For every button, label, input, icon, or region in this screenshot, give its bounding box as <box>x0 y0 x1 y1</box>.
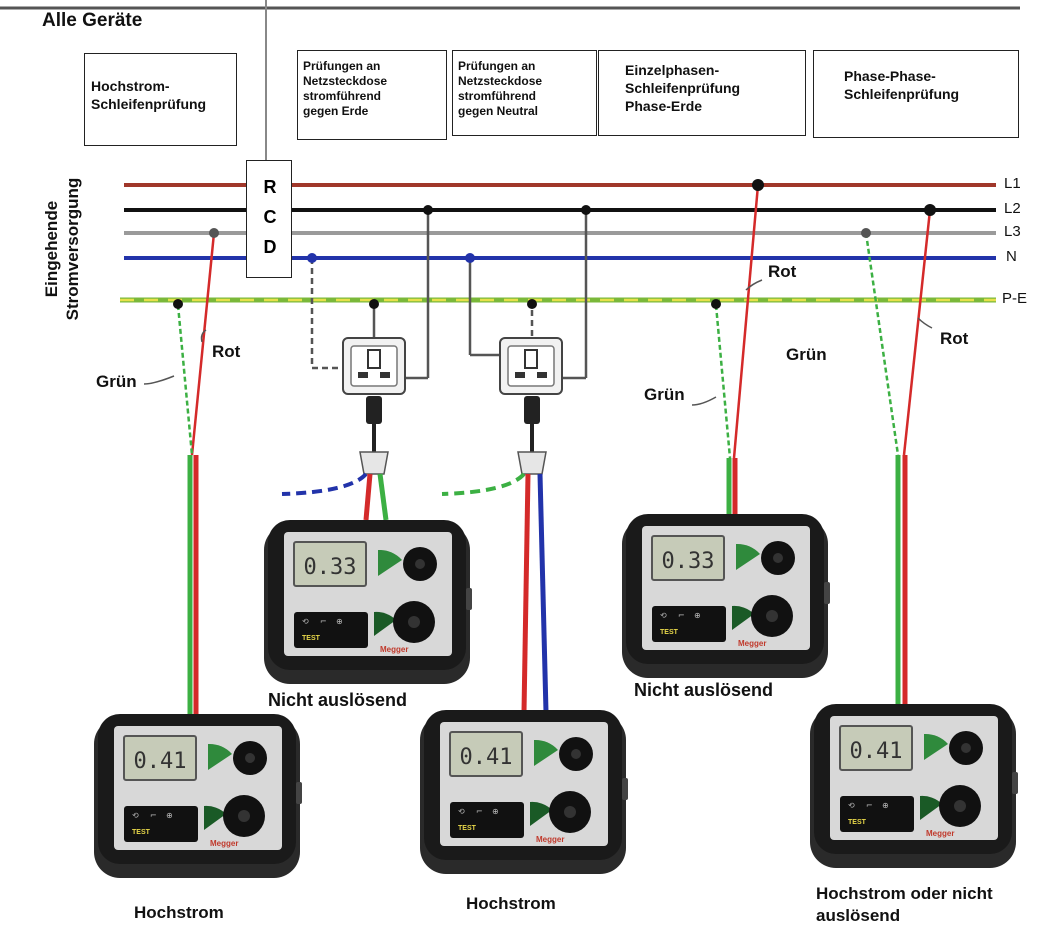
junction-dot <box>924 204 936 216</box>
meter-caption: Hochstrom oder nicht auslösend <box>816 884 993 925</box>
rcd-letter: C <box>263 207 277 227</box>
lcd-display <box>651 535 725 581</box>
svg-text:⟲: ⟲ <box>848 801 855 810</box>
svg-text:⟲: ⟲ <box>458 807 465 816</box>
svg-text:⟲: ⟲ <box>132 811 139 820</box>
junction-dot <box>369 299 379 309</box>
brand-logo: Megger <box>926 829 954 838</box>
conductor-label-n: N <box>1006 248 1017 265</box>
brand-logo: Megger <box>210 839 238 848</box>
lcd-display <box>123 735 197 781</box>
lcd-reading: 0.41 <box>134 749 187 774</box>
svg-text:⌐: ⌐ <box>866 801 873 810</box>
svg-text:⊕: ⊕ <box>336 617 343 626</box>
lcd-display <box>449 731 523 777</box>
lead-label-red: Rot <box>212 342 241 361</box>
test-box-label: Hochstrom- Schleifenprüfung <box>91 78 207 112</box>
svg-text:⊕: ⊕ <box>882 801 889 810</box>
rcd-letter: R <box>263 177 277 197</box>
junction-dot <box>209 228 219 238</box>
test-box-label: Prüfungen an Netzsteckdose stromführend … <box>303 59 388 118</box>
meter-caption: Hochstrom <box>466 894 556 913</box>
incoming-supply-label: Eingehende Stromversorgung <box>42 177 82 321</box>
brand-logo: Megger <box>738 639 766 648</box>
lead-label-red: Rot <box>940 329 969 348</box>
junction-dot <box>711 299 721 309</box>
svg-text:⌐: ⌐ <box>320 617 327 626</box>
lead-label-green: Grün <box>786 345 827 364</box>
lcd-reading: 0.41 <box>460 745 513 770</box>
svg-text:⌐: ⌐ <box>678 611 685 620</box>
lcd-display <box>839 725 913 771</box>
meter-caption: Hochstrom <box>134 903 224 922</box>
test-button-label: TEST <box>302 635 321 642</box>
junction-dot <box>861 228 871 238</box>
test-box-single-phase-loop: Einzelphasen- Schleifenprüfung Phase-Erd… <box>598 50 806 136</box>
lcd-reading: 0.41 <box>850 739 903 764</box>
test-button-label: TEST <box>132 829 151 836</box>
meter-caption: Nicht auslösend <box>268 690 408 710</box>
brand-logo: Megger <box>536 835 564 844</box>
conductor-label-l3: L3 <box>1004 223 1021 240</box>
conductor-label-l2: L2 <box>1004 200 1021 217</box>
svg-text:⟲: ⟲ <box>660 611 667 620</box>
plug-1 <box>359 396 389 475</box>
conductor-label-l1: L1 <box>1004 175 1021 192</box>
junction-dot <box>307 253 317 263</box>
lead-label-red: Rot <box>768 262 797 281</box>
test-box-socket-live-earth: Prüfungen an Netzsteckdose stromführend … <box>297 50 447 140</box>
socket-outlet-2 <box>499 337 563 395</box>
brand-logo: Megger <box>380 645 408 654</box>
svg-text:⊕: ⊕ <box>492 807 499 816</box>
svg-text:⌐: ⌐ <box>476 807 483 816</box>
junction-dot <box>527 299 537 309</box>
test-box-high-current-loop: Hochstrom- Schleifenprüfung <box>84 53 237 146</box>
meter-caption: Nicht auslösend <box>634 680 774 700</box>
junction-dot <box>581 205 591 215</box>
svg-text:⟲: ⟲ <box>302 617 309 626</box>
junction-dot <box>423 205 433 215</box>
lcd-reading: 0.33 <box>662 549 715 574</box>
plug-2 <box>517 396 547 475</box>
test-box-socket-live-neutral: Prüfungen an Netzsteckdose stromführend … <box>452 50 597 136</box>
junction-dot <box>752 179 764 191</box>
conductor-label-pe: P-E <box>1002 290 1028 307</box>
socket-outlet-1 <box>342 337 406 395</box>
test-button-label: TEST <box>660 629 679 636</box>
test-button-label: TEST <box>458 825 477 832</box>
rcd-letter: D <box>263 237 277 257</box>
lead-label-green: Grün <box>644 385 685 404</box>
lcd-reading: 0.33 <box>304 555 357 580</box>
svg-text:⌐: ⌐ <box>150 811 157 820</box>
test-button-label: TEST <box>848 819 867 826</box>
junction-dot <box>173 299 183 309</box>
svg-text:⊕: ⊕ <box>694 611 701 620</box>
page-title: Alle Geräte <box>42 10 143 31</box>
test-box-label: Phase-Phase- Schleifenprüfung <box>844 68 960 102</box>
svg-text:⊕: ⊕ <box>166 811 173 820</box>
test-box-label: Prüfungen an Netzsteckdose stromführend … <box>458 59 543 118</box>
test-box-label: Einzelphasen- Schleifenprüfung Phase-Erd… <box>625 62 741 114</box>
test-box-phase-phase-loop: Phase-Phase- Schleifenprüfung <box>813 50 1019 138</box>
rcd-device: R C D <box>246 160 292 278</box>
junction-dot <box>465 253 475 263</box>
lcd-display <box>293 541 367 587</box>
lead-label-green: Grün <box>96 372 137 391</box>
